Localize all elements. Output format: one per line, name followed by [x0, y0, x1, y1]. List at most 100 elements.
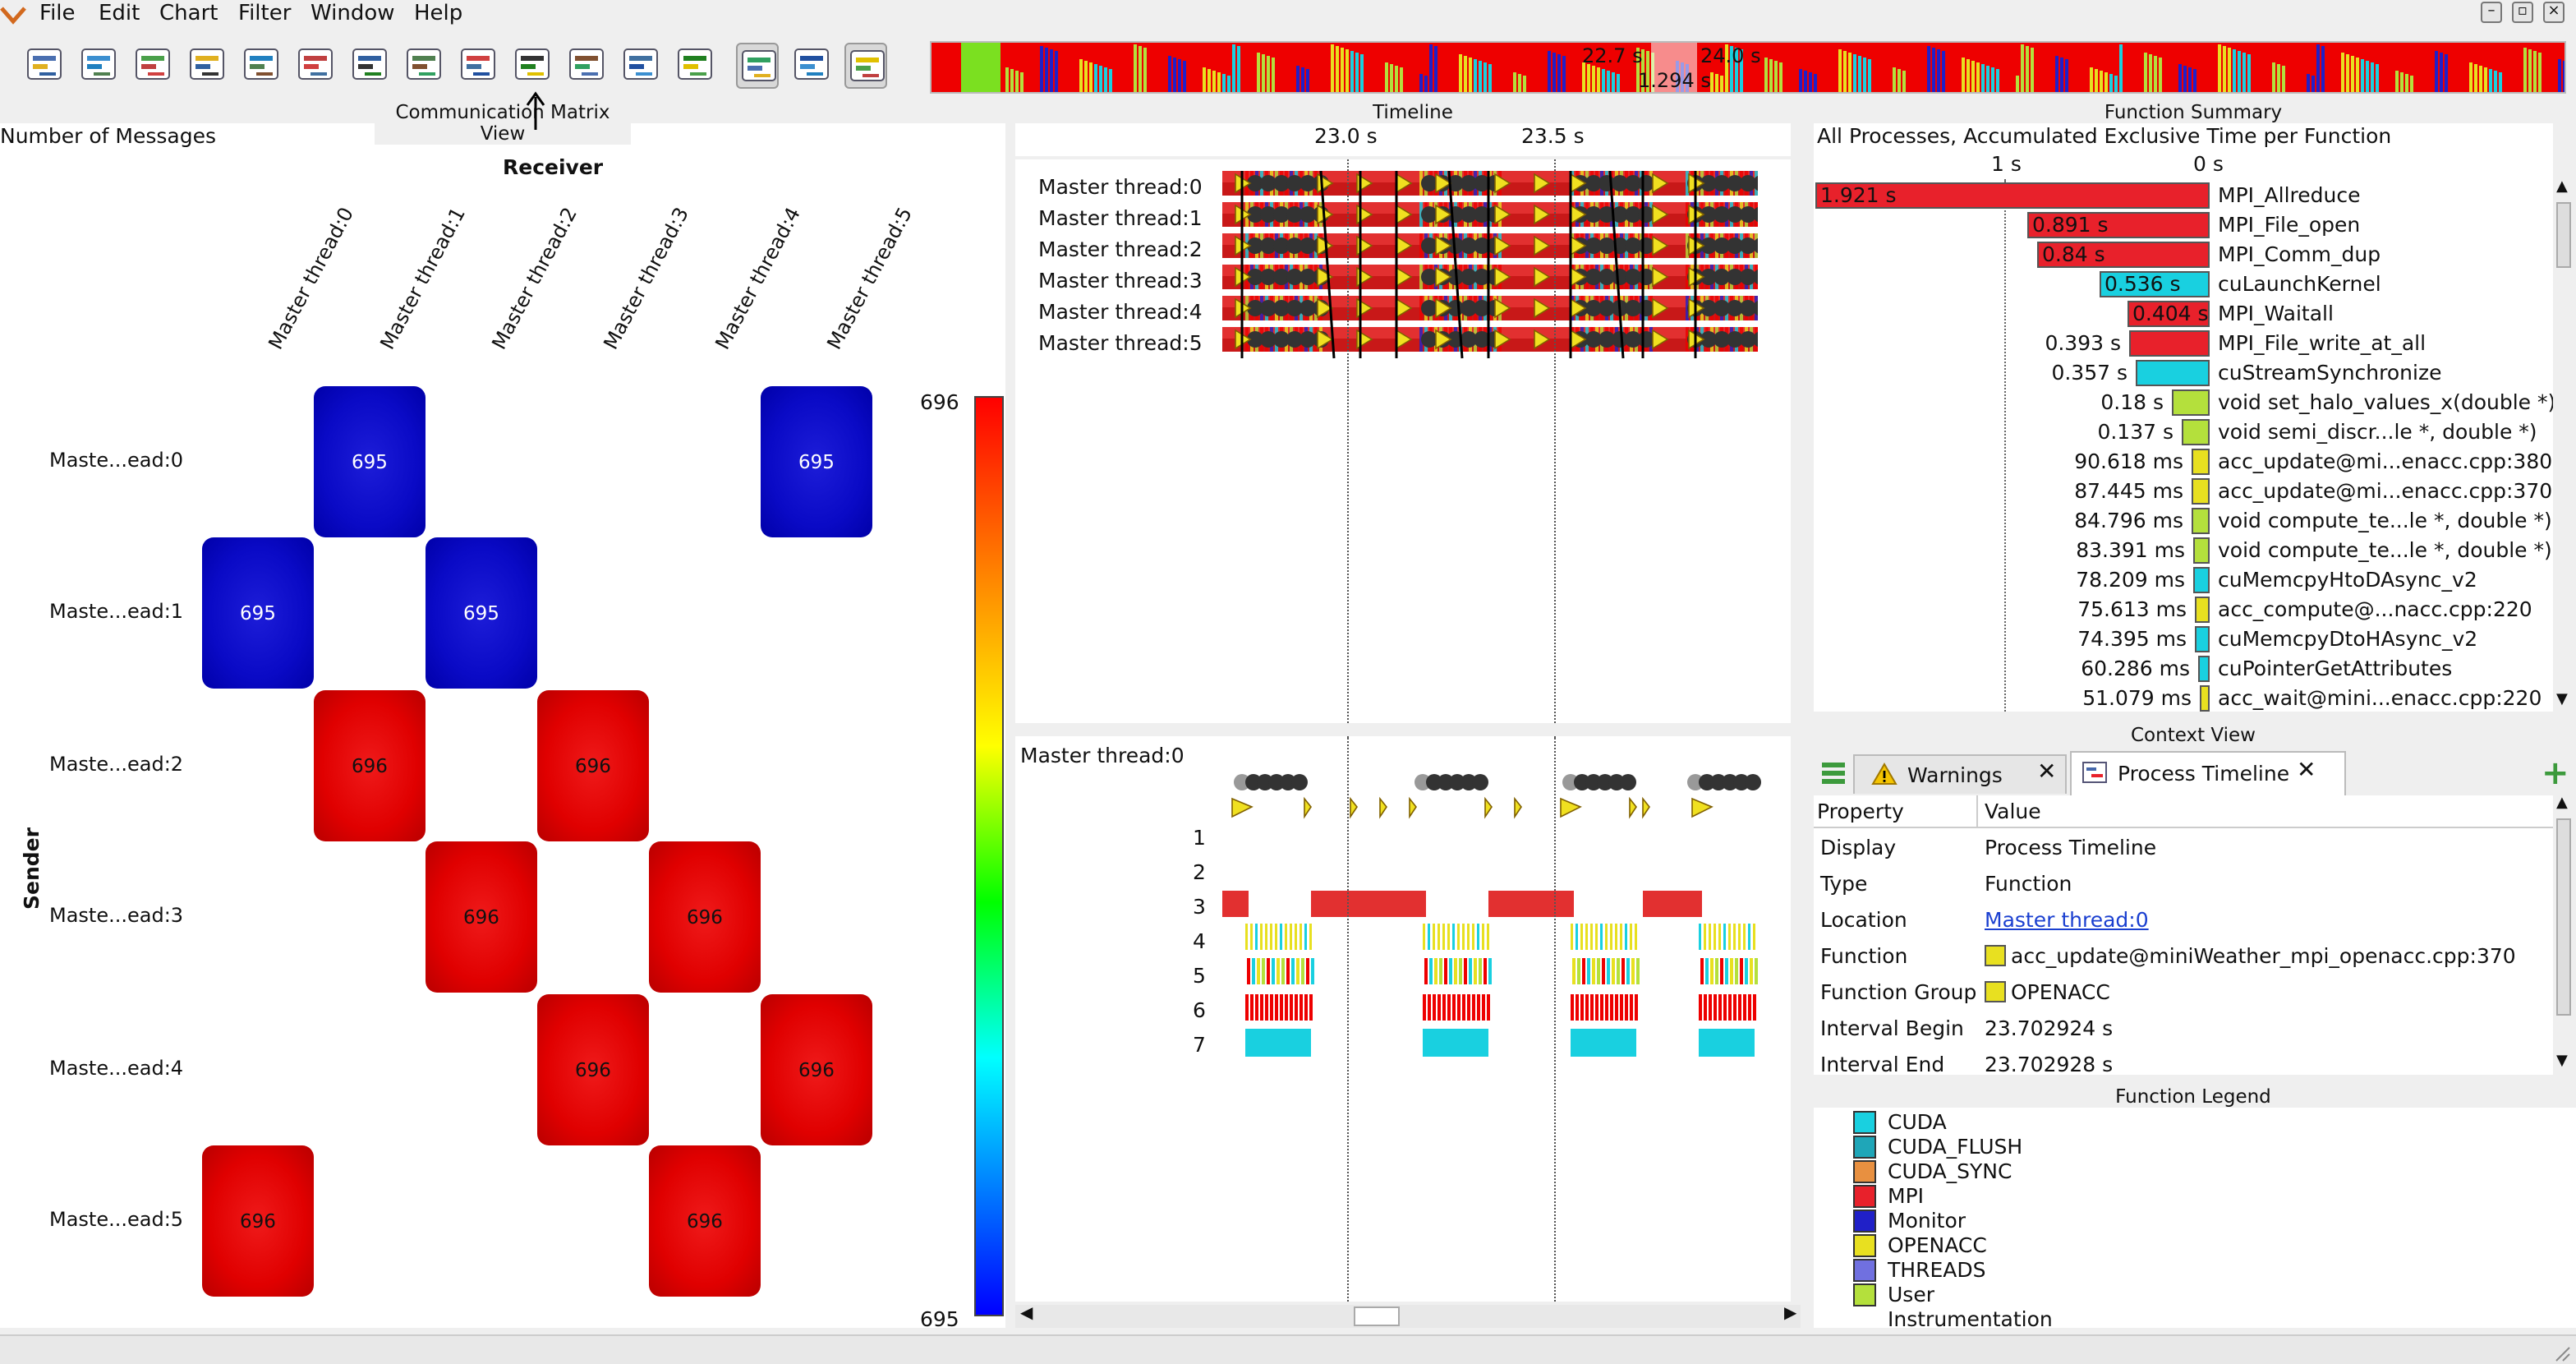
counter-timeline-icon[interactable]	[674, 43, 716, 89]
scroll-down-icon[interactable]: ▼	[2556, 692, 2568, 708]
menu-edit[interactable]: Edit	[99, 2, 140, 26]
pin-icon[interactable]	[844, 43, 887, 89]
header-value[interactable]: Value	[1985, 799, 2041, 823]
timeline-horizontal-scrollbar[interactable]: ◀ ▶	[1015, 1305, 1801, 1328]
matrix-cell[interactable]: 696	[537, 690, 649, 841]
scroll-left-icon[interactable]: ◀	[1020, 1305, 1033, 1323]
mpi-call-bar[interactable]	[1488, 891, 1574, 917]
menu-file[interactable]: File	[39, 2, 76, 26]
mpi-call-bar[interactable]	[1222, 891, 1249, 917]
message-marker	[1740, 175, 1756, 191]
add-tab-icon[interactable]: +	[2542, 753, 2569, 792]
mpi-call-bar[interactable]	[1643, 891, 1702, 917]
ctx-scroll-down-icon[interactable]: ▼	[2556, 1053, 2568, 1070]
restore-icon[interactable]: ▫	[2512, 2, 2533, 23]
ctx-scroll-up-icon[interactable]: ▲	[2556, 795, 2568, 812]
summary-timeline-icon[interactable]	[131, 43, 174, 89]
matrix-cell[interactable]: 696	[537, 994, 649, 1145]
menu-chart[interactable]: Chart	[159, 2, 218, 26]
cuda-call-bar[interactable]	[1245, 1029, 1311, 1057]
matrix-cell[interactable]: 695	[426, 537, 537, 689]
function-summary-scrollbar[interactable]: ▲ ▼	[2553, 179, 2574, 712]
process-timeline-icon[interactable]	[77, 43, 120, 89]
fs-scroll-thumb[interactable]	[2556, 202, 2571, 268]
minimize-icon[interactable]: –	[2481, 2, 2502, 23]
cuda-call-bar[interactable]	[1699, 1029, 1755, 1057]
mpi-call-bar[interactable]	[1311, 891, 1426, 917]
matrix-cell[interactable]: 696	[761, 994, 872, 1145]
tab-warnings[interactable]: Warnings ✕	[1853, 754, 2067, 794]
message-summary-icon[interactable]	[294, 43, 337, 89]
io-summary-icon[interactable]	[565, 43, 608, 89]
message-profile-icon[interactable]	[402, 43, 445, 89]
close-tab-process-timeline-icon[interactable]: ✕	[2297, 758, 2316, 784]
menu-filter[interactable]: Filter	[238, 2, 292, 26]
panel-menu-icon[interactable]	[1820, 761, 1847, 784]
matrix-cell[interactable]: 695	[761, 386, 872, 537]
communication-matrix-icon[interactable]	[457, 43, 499, 89]
matrix-cell[interactable]: 696	[314, 690, 426, 841]
matrix-cell[interactable]: 696	[426, 841, 537, 993]
scroll-thumb[interactable]	[1354, 1306, 1400, 1326]
overview-selection[interactable]	[1651, 43, 1697, 92]
tab-process-timeline[interactable]: Process Timeline ✕	[2070, 751, 2346, 795]
menu-window[interactable]: Window	[310, 2, 395, 26]
filter-icon[interactable]	[790, 43, 833, 89]
menu-help[interactable]: Help	[414, 2, 463, 26]
matrix-cell[interactable]: 696	[649, 1145, 761, 1297]
matrix-cell[interactable]: 696	[202, 1145, 314, 1297]
header-property[interactable]: Property	[1817, 799, 1904, 823]
close-tab-warnings-icon[interactable]: ✕	[2037, 759, 2057, 786]
matrix-cell[interactable]: 696	[649, 841, 761, 993]
matrix-cell[interactable]: 695	[202, 537, 314, 689]
overview-strip[interactable]: 22.7 s 24.0 s 1.294 s	[930, 41, 2566, 94]
matrix-cell[interactable]: 695	[314, 386, 426, 537]
cuda-call-bar[interactable]	[1423, 1029, 1488, 1057]
call-tree-view-icon[interactable]	[736, 43, 779, 89]
context-scrollbar[interactable]: ▲ ▼	[2553, 795, 2574, 1075]
marker-icon[interactable]	[619, 43, 662, 89]
ctx-scroll-thumb[interactable]	[2556, 818, 2571, 1016]
call-tree-icon[interactable]	[511, 43, 554, 89]
cuda-call-bar[interactable]	[1571, 1029, 1636, 1057]
close-icon[interactable]: ×	[2543, 2, 2564, 23]
master-timeline-chart[interactable]	[1222, 171, 1758, 362]
scroll-up-icon[interactable]: ▲	[2556, 179, 2568, 196]
process-summary-icon[interactable]	[348, 43, 391, 89]
process-timeline-chart[interactable]	[1222, 766, 1764, 1070]
performance-radar-icon[interactable]	[186, 43, 228, 89]
function-summary-icon[interactable]	[240, 43, 283, 89]
location-link[interactable]: Master thread:0	[1985, 907, 2149, 932]
scroll-right-icon[interactable]: ▶	[1784, 1305, 1797, 1323]
resize-grip-icon[interactable]	[2551, 1343, 2571, 1362]
overview-bar	[2395, 71, 2399, 92]
timeline-icon[interactable]	[23, 43, 66, 89]
